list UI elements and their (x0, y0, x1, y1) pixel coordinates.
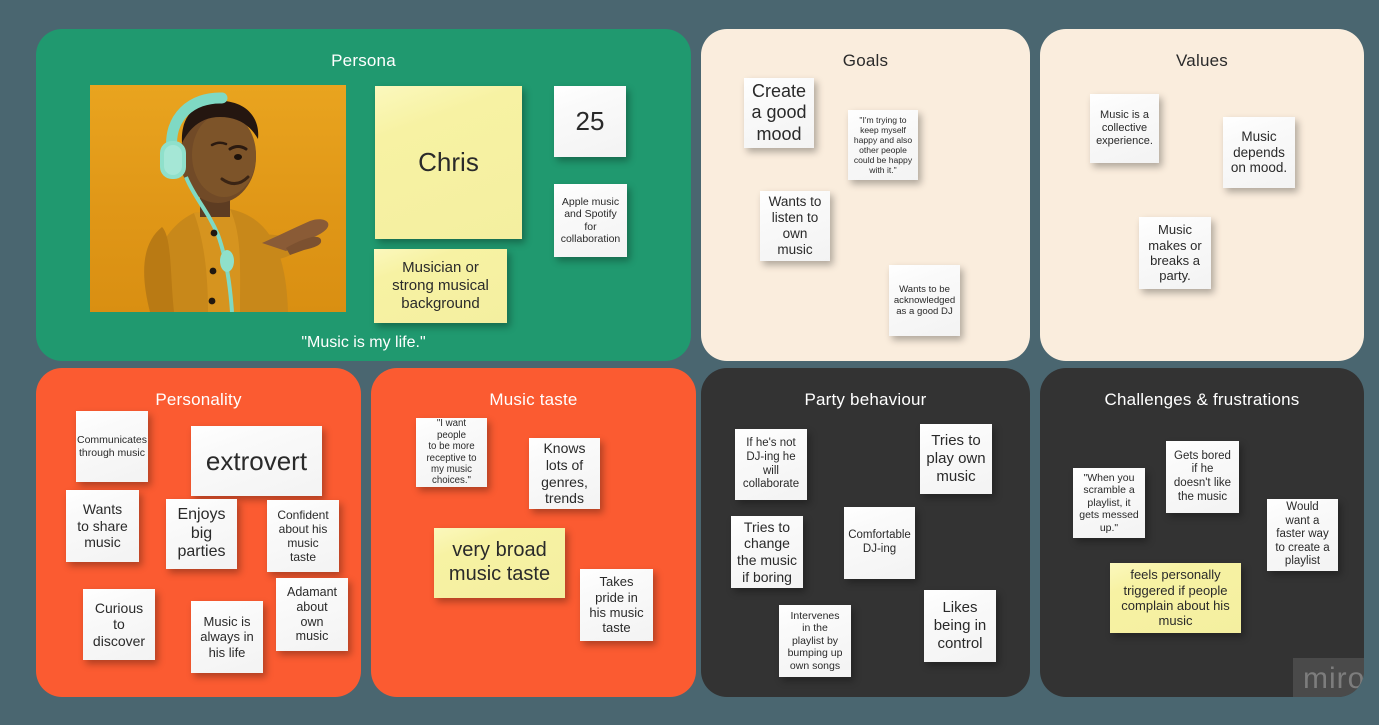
panel-title-goals: Goals (842, 51, 889, 70)
sticky-note-enjoys-big-parties[interactable]: Enjoys big parties (166, 499, 237, 569)
sticky-note-age[interactable]: 25 (554, 86, 626, 157)
sticky-note-name[interactable]: Chris (375, 86, 522, 239)
persona-quote: "Music is my life." (301, 334, 426, 351)
sticky-note-confident-about-taste[interactable]: Confident about his music taste (267, 500, 339, 572)
sticky-note-makes-or-breaks-party[interactable]: Music makes or breaks a party. (1139, 217, 1211, 289)
sticky-note-listen-own-music[interactable]: Wants to listen to own music (760, 191, 830, 261)
miro-watermark: miro (1293, 658, 1364, 697)
panel-title-persona: Persona (331, 51, 396, 70)
sticky-note-takes-pride[interactable]: Takes pride in his music taste (580, 569, 653, 641)
sticky-note-intervenes-playlist[interactable]: Intervenes in the playlist by bumping up… (779, 605, 851, 677)
sticky-note-curious-to-discover[interactable]: Curious to discover (83, 589, 155, 660)
sticky-note-faster-way-create-playlist[interactable]: Would want a faster way to create a play… (1267, 499, 1338, 571)
panel-title-values: Values (1176, 51, 1228, 70)
panel-challenges-frustrations[interactable]: Challenges & frustrations "When you scra… (1040, 368, 1364, 697)
panel-values[interactable]: Values Music is a collective experience.… (1040, 29, 1364, 361)
panel-title-music-taste: Music taste (489, 390, 578, 409)
sticky-note-very-broad-music-taste[interactable]: very broad music taste (434, 528, 565, 598)
panel-title-party-behaviour: Party behaviour (804, 390, 927, 409)
panel-persona[interactable]: Persona (36, 29, 691, 361)
sticky-note-acknowledged-dj[interactable]: Wants to be acknowledged as a good DJ (889, 265, 960, 336)
sticky-note-comfortable-djing[interactable]: Comfortable DJ-ing (844, 507, 915, 579)
panel-music-taste[interactable]: Music taste "I want people to be more re… (371, 368, 696, 697)
sticky-note-depends-on-mood[interactable]: Music depends on mood. (1223, 117, 1295, 188)
sticky-note-communicates-through-music[interactable]: Communicates through music (76, 411, 148, 482)
panel-title-challenges: Challenges & frustrations (1104, 390, 1300, 409)
sticky-note-adamant-about-own-music[interactable]: Adamant about own music (276, 578, 348, 651)
sticky-note-music-always-in-life[interactable]: Music is always in his life (191, 601, 263, 673)
miro-watermark-label: miro (1293, 658, 1364, 697)
sticky-note-platforms[interactable]: Apple music and Spotify for collaboratio… (554, 184, 627, 257)
sticky-note-background[interactable]: Musician or strong musical background (374, 249, 507, 323)
sticky-note-knows-genres-trends[interactable]: Knows lots of genres, trends (529, 438, 600, 509)
sticky-note-create-good-mood[interactable]: Create a good mood (744, 78, 814, 148)
panel-personality[interactable]: Personality Communicates through music e… (36, 368, 361, 697)
sticky-note-feels-personally-triggered[interactable]: feels personally triggered if people com… (1110, 563, 1241, 633)
sticky-note-likes-being-in-control[interactable]: Likes being in control (924, 590, 996, 662)
sticky-note-wants-to-share-music[interactable]: Wants to share music (66, 490, 139, 562)
sticky-note-gets-bored[interactable]: Gets bored if he doesn't like the music (1166, 441, 1239, 513)
sticky-note-collective-experience[interactable]: Music is a collective experience. (1090, 94, 1159, 163)
panel-goals[interactable]: Goals Create a good mood "I'm trying to … (701, 29, 1030, 361)
sticky-note-quote-scramble-playlist[interactable]: "When you scramble a playlist, it gets m… (1073, 468, 1145, 538)
sticky-note-extrovert[interactable]: extrovert (191, 426, 322, 496)
panel-party-behaviour[interactable]: Party behaviour If he's not DJ-ing he wi… (701, 368, 1030, 697)
sticky-note-change-music-if-boring[interactable]: Tries to change the music if boring (731, 516, 803, 588)
sticky-note-quote-receptive[interactable]: "I want people to be more receptive to m… (416, 418, 487, 487)
persona-photo (90, 85, 346, 312)
sticky-note-collaborate-if-not-djing[interactable]: If he's not DJ-ing he will collaborate (735, 429, 807, 500)
panel-title-personality: Personality (155, 390, 242, 409)
sticky-note-quote-happy[interactable]: "I'm trying to keep myself happy and als… (848, 110, 918, 180)
man-with-headphones-illustration (144, 92, 329, 312)
sticky-note-tries-play-own-music[interactable]: Tries to play own music (920, 424, 992, 494)
